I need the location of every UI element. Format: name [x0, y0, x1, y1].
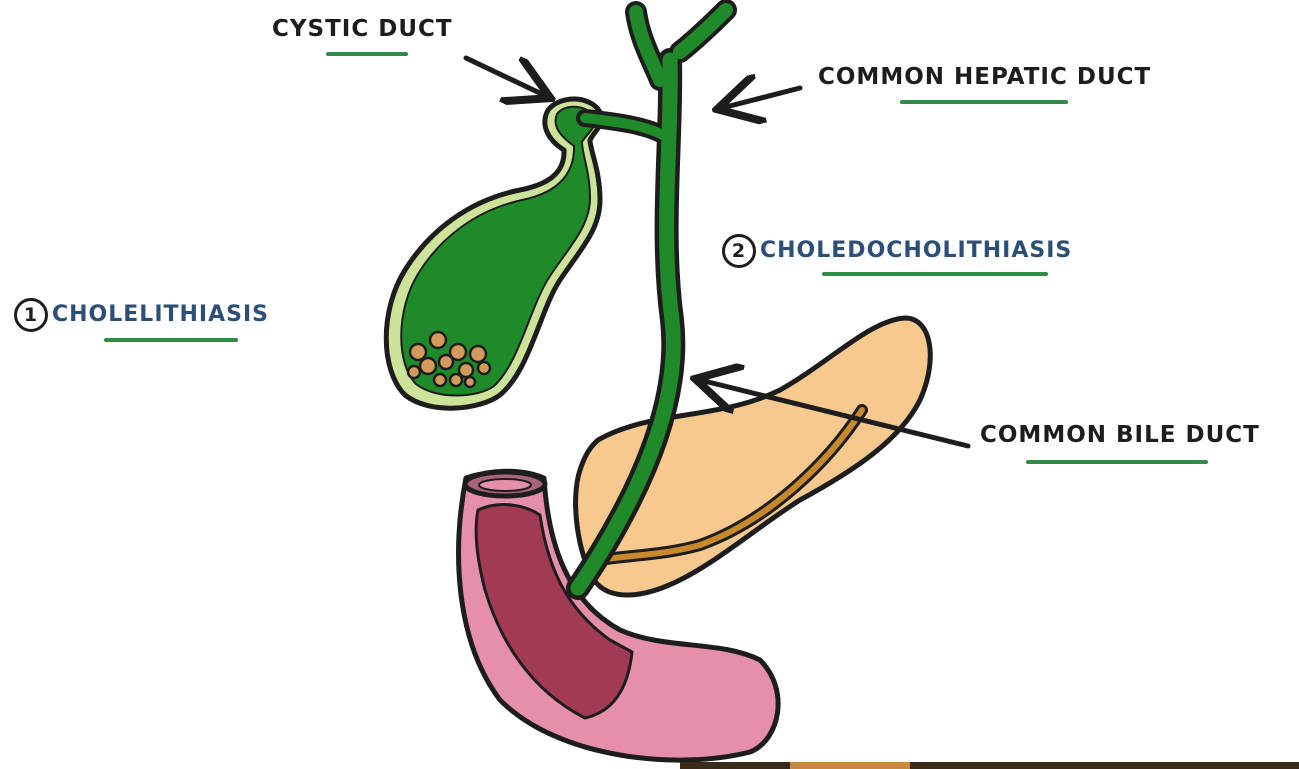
common-hepatic-duct-underline — [900, 100, 1068, 104]
cholelithiasis-text: CHOLELITHIASIS — [52, 302, 269, 327]
gallstone — [420, 358, 436, 374]
duodenum-lumen — [479, 479, 531, 491]
common-bile-duct-label: COMMON BILE DUCT — [980, 424, 1260, 447]
cystic-duct-underline — [326, 52, 408, 56]
common-bile-duct-underline — [1026, 460, 1208, 464]
cystic-duct-arrow — [466, 58, 546, 96]
footer-image-strip — [680, 762, 1299, 769]
gallstone — [478, 362, 490, 374]
footer-image-highlight — [790, 762, 910, 769]
choledocholithiasis-underline — [822, 272, 1048, 276]
cystic-duct-label: CYSTIC DUCT — [272, 18, 453, 41]
gallstone — [465, 377, 475, 387]
common-hepatic-duct-label: COMMON HEPATIC DUCT — [818, 66, 1151, 89]
pancreas — [576, 318, 931, 595]
gallstone — [410, 344, 426, 360]
gallstone — [439, 355, 453, 369]
gallstone — [470, 346, 486, 362]
cholelithiasis-number: 1 — [14, 298, 48, 332]
gallbladder — [386, 99, 601, 408]
cholelithiasis-underline — [104, 338, 238, 342]
common-hepatic-duct-arrow — [722, 88, 800, 108]
gallstone — [430, 332, 446, 348]
gallstone — [408, 366, 420, 378]
choledocholithiasis-text: CHOLEDOCHOLITHIASIS — [760, 238, 1072, 263]
gallstone — [450, 374, 462, 386]
choledocholithiasis-number: 2 — [722, 234, 756, 268]
gallstone — [434, 374, 446, 386]
